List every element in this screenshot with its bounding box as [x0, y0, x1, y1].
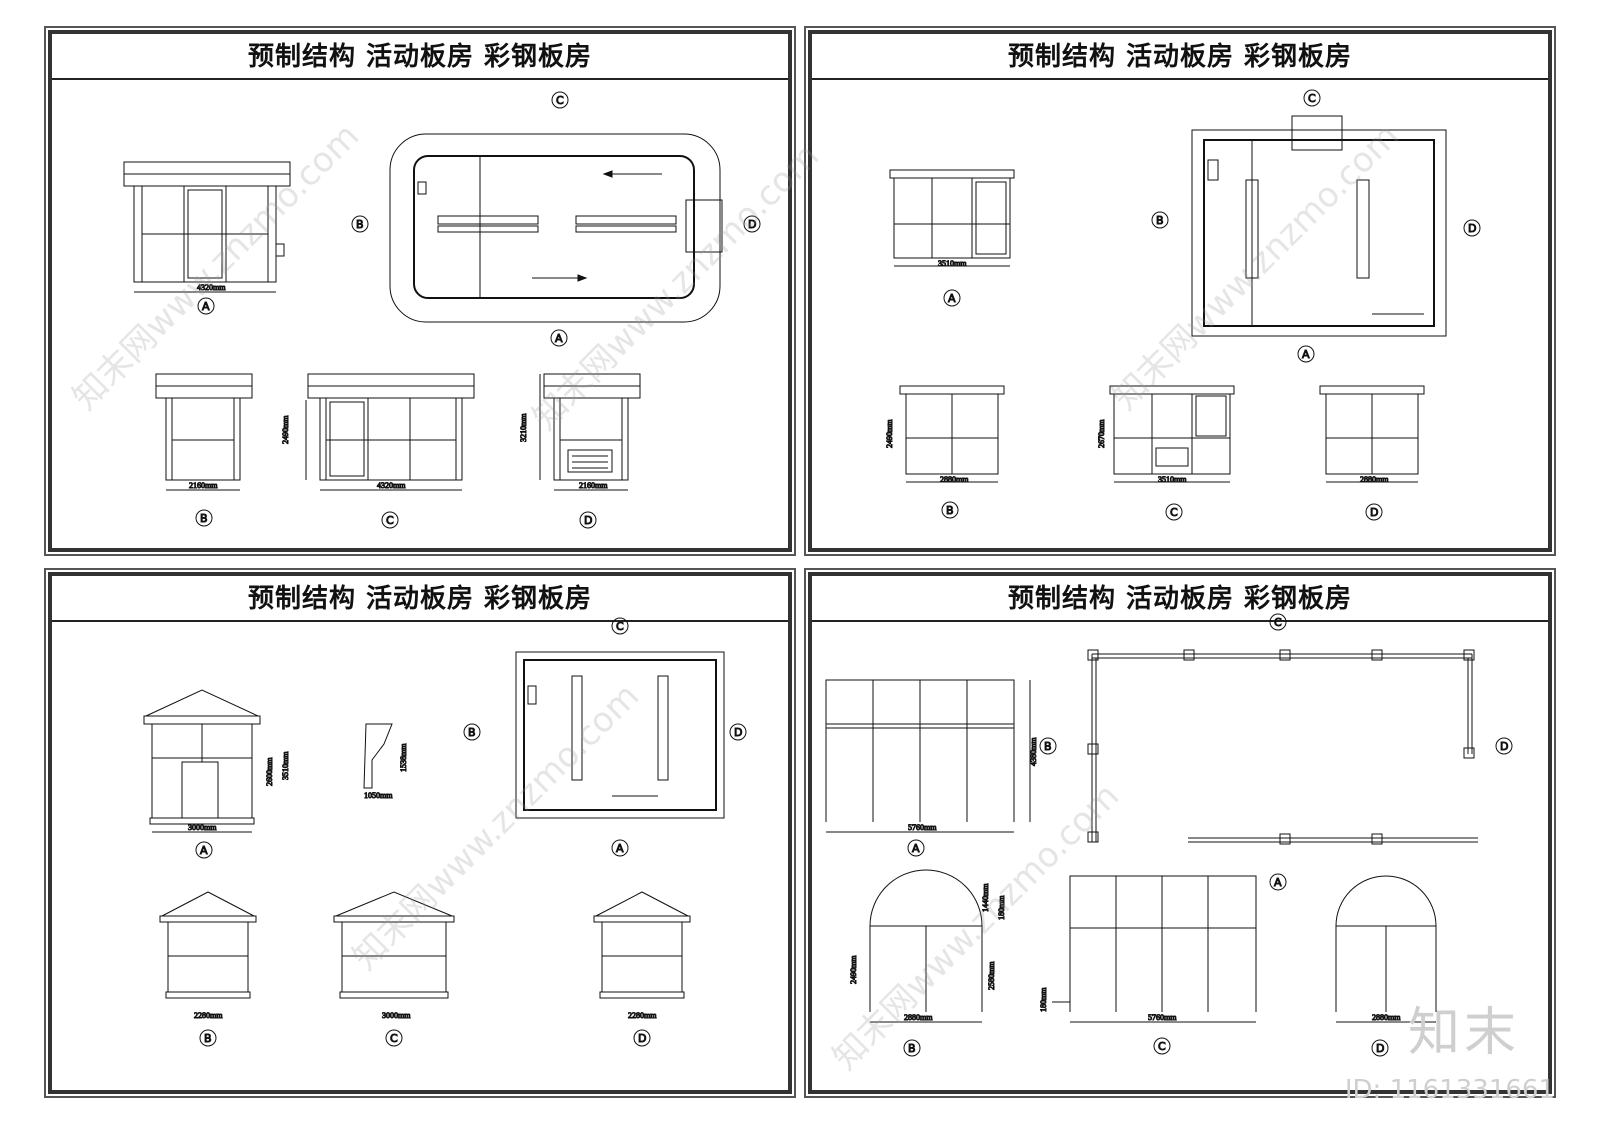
dim-b-height-2: 2490mm [849, 955, 858, 984]
label-b: B [908, 1042, 916, 1055]
label-d: D [748, 218, 756, 231]
elevation-a [889, 169, 1015, 267]
label-d: D [1370, 506, 1378, 519]
label-b: B [1044, 740, 1052, 753]
label-a: A [912, 842, 920, 855]
dim-d-height: 3210mm [519, 413, 528, 442]
dim-b: 2880mm [940, 475, 969, 484]
label-d: D [1500, 740, 1508, 753]
label-c: C [1308, 92, 1316, 105]
label-b: B [204, 1032, 212, 1045]
drawing-panel-4: 预制结构 活动板房 彩钢板房 5760mm 4380mm [804, 568, 1556, 1098]
elevation-c [1052, 875, 1257, 1023]
elevation-b [899, 385, 1005, 483]
dim-c-height: 2580mm [987, 961, 996, 990]
label-a: A [1274, 876, 1282, 889]
label-a: A [555, 332, 563, 345]
label-a: A [948, 292, 956, 305]
panel-title: 预制结构 活动板房 彩钢板房 [812, 34, 1548, 80]
label-a: A [1302, 348, 1310, 361]
dim-b: 2280mm [194, 1011, 223, 1020]
elevation-a [143, 689, 261, 833]
elevation-c [333, 891, 455, 999]
dim-c: 3000mm [382, 1011, 411, 1020]
dim-c: 4320mm [377, 481, 406, 490]
label-c: C [1170, 506, 1178, 519]
dim-b-height-3: 180mm [997, 895, 1006, 920]
dim-profile-height: 1538mm [399, 743, 408, 772]
label-b: B [1156, 214, 1164, 227]
dim-profile-width: 1050mm [364, 791, 393, 800]
dim-a: 3510mm [938, 259, 967, 268]
dim-b: 2160mm [189, 481, 218, 490]
dim-c-height: 2670mm [1097, 419, 1106, 448]
label-a: A [200, 844, 208, 857]
label-c: C [556, 94, 564, 107]
panel-1-drawings: 4320mm [123, 91, 761, 529]
brand-logo: 知末 [1407, 1003, 1520, 1063]
dim-c-height: 2490mm [281, 415, 290, 444]
dim-c: 3510mm [1158, 475, 1187, 484]
elevation-d [1319, 385, 1425, 483]
floor-plan [515, 651, 725, 819]
label-c: C [390, 1032, 398, 1045]
label-d: D [638, 1032, 646, 1045]
dim-b-height-1: 1440mm [981, 883, 990, 912]
drawing-panel-2: 预制结构 活动板房 彩钢板房 3510mm [804, 26, 1556, 556]
label-d: D [584, 514, 592, 527]
dim-a-height-1: 2600mm [265, 757, 274, 786]
cornice-profile [363, 723, 393, 789]
elevation-b [155, 373, 253, 491]
image-id-label: ID: 1161331661 [1344, 1075, 1555, 1105]
elevation-a [825, 679, 1031, 833]
label-c: C [386, 514, 394, 527]
elevation-d [1335, 875, 1437, 1023]
dim-a-height-2: 3510mm [281, 751, 290, 780]
panel-title: 预制结构 活动板房 彩钢板房 [812, 576, 1548, 622]
label-c: C [616, 620, 624, 633]
panel-4-drawings: 5760mm 4380mm 2880mm 1440mm 2490mm 180mm… [825, 613, 1513, 1057]
label-b: B [468, 726, 476, 739]
dim-a: 4320mm [197, 283, 226, 292]
elevation-a [123, 161, 291, 293]
dim-c: 5760mm [1148, 1013, 1177, 1022]
dim-d: 2280mm [628, 1011, 657, 1020]
label-c: C [1158, 1040, 1166, 1053]
label-b: B [356, 218, 364, 231]
label-a: A [202, 300, 210, 313]
drawing-panel-3: 预制结构 活动板房 彩钢板房 3000mm 2600mm 3510mm 1050… [44, 568, 796, 1098]
label-b: B [946, 504, 954, 517]
elevation-d [539, 373, 641, 491]
post-plan [1087, 649, 1478, 845]
dim-b: 2880mm [904, 1013, 933, 1022]
panel-title: 预制结构 活动板房 彩钢板房 [52, 34, 788, 80]
dim-a-height: 4380mm [1029, 737, 1038, 766]
dim-d: 2880mm [1372, 1013, 1401, 1022]
elevation-d [593, 891, 691, 999]
elevation-b [159, 891, 257, 999]
dim-d: 2160mm [579, 481, 608, 490]
panel-3-drawings: 3000mm 2600mm 3510mm 1050mm 1538mm [143, 617, 747, 1047]
drawing-panel-1: 预制结构 活动板房 彩钢板房 4320mm [44, 26, 796, 556]
dim-d: 2880mm [1360, 475, 1389, 484]
label-d: D [1376, 1042, 1384, 1055]
floor-plan [389, 133, 723, 323]
dim-c-height-2: 180mm [1039, 987, 1048, 1012]
elevation-b [869, 869, 983, 1023]
panel-title: 预制结构 活动板房 彩钢板房 [52, 576, 788, 622]
dim-a: 3000mm [188, 823, 217, 832]
panel-2-drawings: 3510mm [885, 89, 1481, 521]
dim-a: 5760mm [908, 823, 937, 832]
label-b: B [200, 512, 208, 525]
label-c: C [1274, 616, 1282, 629]
label-a: A [616, 842, 624, 855]
elevation-c [1109, 385, 1235, 483]
label-d: D [734, 726, 742, 739]
floor-plan [1191, 115, 1447, 337]
elevation-c [305, 373, 475, 491]
dim-b-height: 2490mm [885, 419, 894, 448]
label-d: D [1468, 222, 1476, 235]
